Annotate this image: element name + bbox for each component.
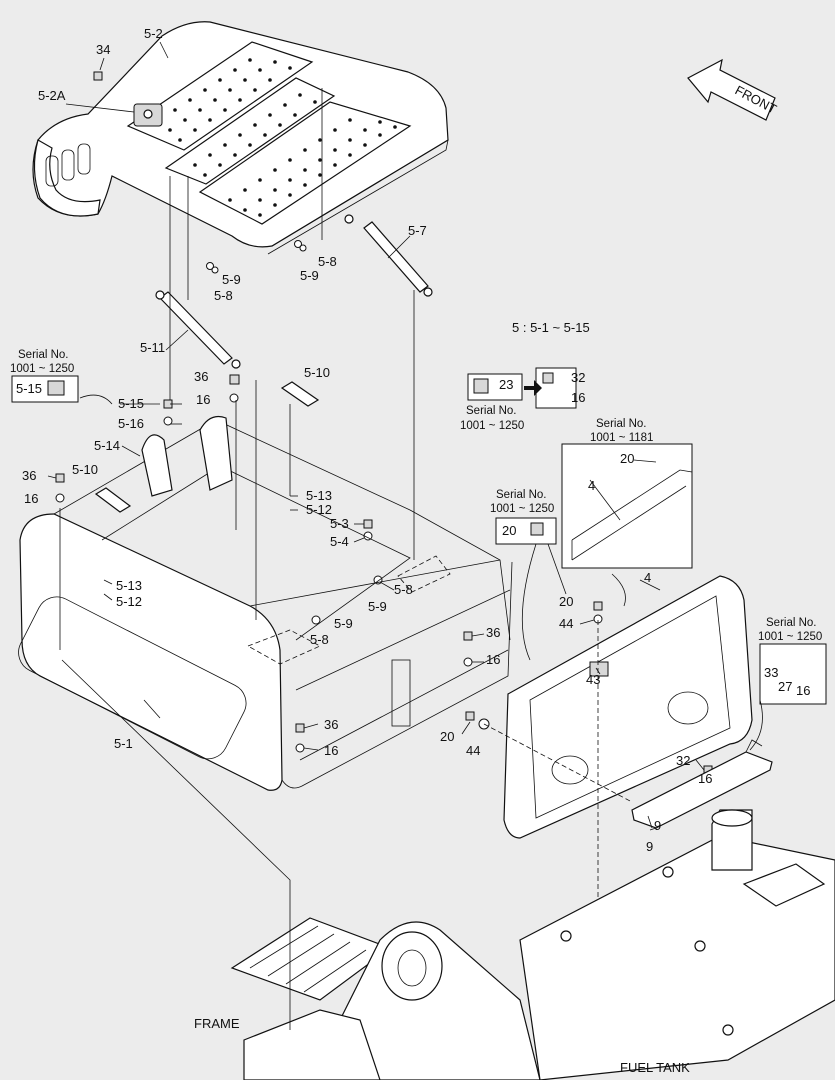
label-27: 27: [778, 679, 792, 694]
label-20a: 20: [620, 451, 634, 466]
gas-strut-5-7: [344, 214, 433, 297]
label-5-8b: 5-8: [318, 254, 337, 269]
label-4a: 4: [588, 478, 595, 493]
label-23: 23: [499, 377, 513, 392]
serial-box-right: [759, 643, 827, 705]
label-16e: 16: [571, 390, 585, 405]
label-32a: 32: [571, 370, 585, 385]
label-5-2: 5-2: [144, 26, 163, 41]
label-5-11: 5-11: [140, 340, 165, 355]
label-5-9c: 5-9: [368, 599, 387, 614]
label-9a: 9: [654, 818, 661, 833]
serial-box-left: [11, 375, 79, 403]
serial-notes: Serial No. 1001 ~ 1250 5-15 Serial No. 1…: [10, 349, 822, 643]
label-5-9a: 5-9: [222, 272, 241, 287]
frame-label: FRAME: [194, 1016, 240, 1031]
serial-small-title: Serial No.: [496, 489, 547, 501]
label-36a: 36: [194, 369, 208, 384]
fuel-tank-label: FUEL TANK: [620, 1060, 690, 1075]
label-43: 43: [586, 672, 600, 687]
serial-small-part: 20: [502, 523, 516, 538]
label-5-16: 5-16: [118, 416, 144, 431]
inset-serial-1181: [561, 443, 693, 569]
label-5-13b: 5-13: [306, 488, 332, 503]
label-5-13a: 5-13: [116, 578, 142, 593]
label-16c: 16: [486, 652, 500, 667]
label-5-7: 5-7: [408, 223, 427, 238]
label-5-8a: 5-8: [214, 288, 233, 303]
label-16f: 16: [698, 771, 712, 786]
label-5-8c: 5-8: [394, 582, 413, 597]
label-32b: 32: [676, 753, 690, 768]
serial-left-title: Serial No.: [18, 349, 69, 361]
label-20c: 20: [559, 594, 573, 609]
serial-mid-title: Serial No.: [466, 405, 517, 417]
label-16b: 16: [24, 491, 38, 506]
label-44a: 44: [559, 616, 573, 631]
label-5-10b: 5-10: [72, 462, 98, 477]
label-5-2a: 5-2A: [38, 88, 66, 103]
label-16a: 16: [196, 392, 210, 407]
serial-right-title: Serial No.: [766, 617, 817, 629]
part-labels: 34 5-2 5-2A 5-9 5-8 5-8 5-9 5-7 5-11 36 …: [22, 26, 810, 854]
change-arrow-icon: [524, 380, 542, 396]
serial-left-part: 5-15: [16, 381, 42, 396]
side-panel: [503, 575, 753, 839]
label-36c: 36: [486, 625, 500, 640]
gas-strut-5-11: [155, 290, 241, 369]
label-5-12a: 5-12: [116, 594, 142, 609]
label-36b: 36: [22, 468, 36, 483]
label-5-9b: 5-9: [300, 268, 319, 283]
label-5-12b: 5-12: [306, 502, 332, 517]
label-4b: 4: [644, 570, 651, 585]
label-5-1: 5-1: [114, 736, 133, 751]
label-5-4: 5-4: [330, 534, 349, 549]
serial-mid-range: 1001 ~ 1250: [460, 420, 524, 432]
front-arrow: FRONT: [687, 58, 779, 121]
label-5-14: 5-14: [94, 438, 120, 453]
serial-left-range: 1001 ~ 1250: [10, 363, 74, 375]
label-5-3: 5-3: [330, 516, 349, 531]
serial-right-range: 1001 ~ 1250: [758, 631, 822, 643]
label-16g: 16: [796, 683, 810, 698]
label-44b: 44: [466, 743, 480, 758]
label-5-10a: 5-10: [304, 365, 330, 380]
bracket-9: [631, 739, 773, 829]
label-34: 34: [96, 42, 110, 57]
serial-inset-range: 1001 ~ 1181: [590, 432, 653, 444]
serial-inset-title: Serial No.: [596, 418, 647, 430]
label-16d: 16: [324, 743, 338, 758]
leader-lines: [47, 41, 763, 1030]
hood-cover: [32, 21, 449, 255]
label-5-8d: 5-8: [310, 632, 329, 647]
label-5-15: 5-15: [118, 396, 144, 411]
label-36d: 36: [324, 717, 338, 732]
label-5-9d: 5-9: [334, 616, 353, 631]
serial-small-range: 1001 ~ 1250: [490, 503, 554, 515]
label-33: 33: [764, 665, 778, 680]
set-note: 5 : 5-1 ~ 5-15: [512, 320, 590, 335]
main-housing: [18, 381, 513, 791]
frame-and-fuel-tank: [230, 809, 835, 1080]
serial-box-small: [495, 517, 557, 545]
label-9b: 9: [646, 839, 653, 854]
label-20d: 20: [440, 729, 454, 744]
